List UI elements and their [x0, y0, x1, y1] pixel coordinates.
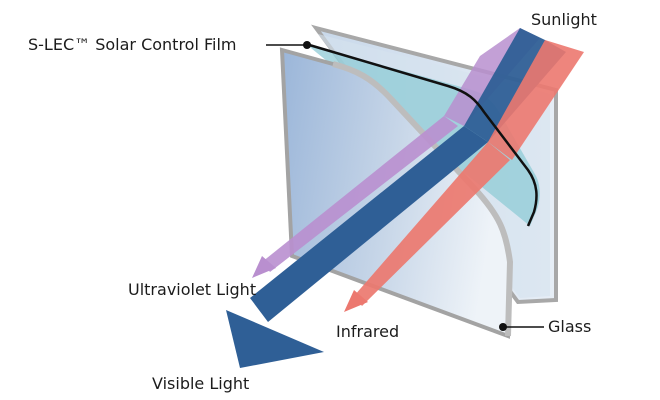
infrared-beam-out: [354, 142, 510, 306]
glass-label: Glass: [548, 317, 591, 336]
film-pointer-dot: [303, 41, 311, 49]
film-outline: [305, 42, 538, 227]
visible-label: Visible Light: [152, 374, 249, 393]
ultraviolet-label: Ultraviolet Light: [128, 280, 256, 299]
ultraviolet-arrowhead: [252, 256, 276, 278]
glass-pointer-dot: [499, 323, 507, 331]
visible-beam-out: [250, 126, 488, 322]
film-label: S-LEC™ Solar Control Film: [28, 35, 237, 54]
visible-arrowhead: [226, 310, 324, 368]
infrared-arrowhead: [344, 290, 368, 312]
infrared-beam-in: [488, 40, 584, 160]
sunlight-label: Sunlight: [531, 10, 597, 29]
infrared-label: Infrared: [336, 322, 399, 341]
ultraviolet-beam-out: [262, 116, 458, 272]
